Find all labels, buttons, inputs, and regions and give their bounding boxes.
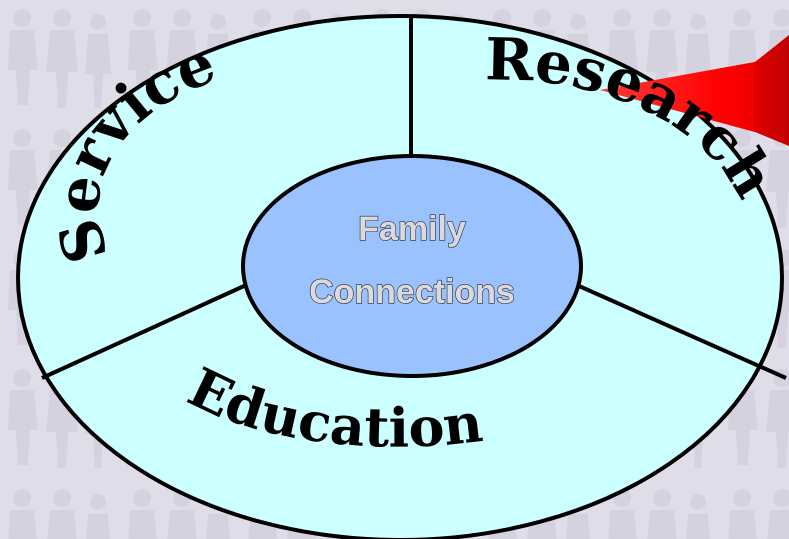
center-title-line1: Family	[358, 210, 466, 248]
divider-right	[578, 284, 787, 380]
red-arrow-shadow	[600, 62, 755, 132]
center-ellipse	[241, 154, 583, 378]
center-title-line2: Connections	[309, 273, 515, 311]
red-arrow-icon	[600, 35, 789, 146]
divider-left	[41, 284, 245, 380]
